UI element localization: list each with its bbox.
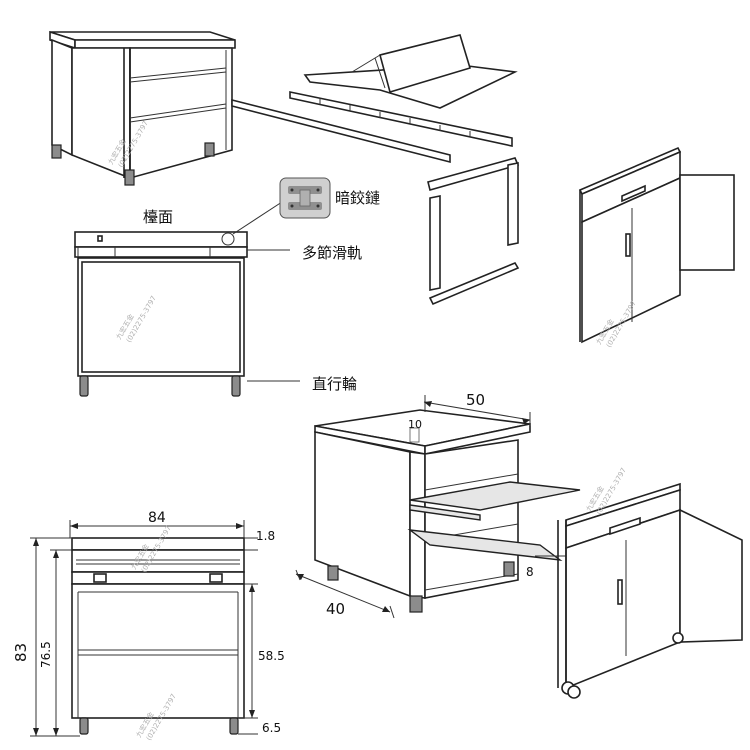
label-caster: 直行輪 bbox=[312, 375, 357, 393]
pullout-cabinet: 50 10 40 8 九宏五金 (02)2275-3797 bbox=[295, 391, 743, 699]
label-countertop: 檯面 bbox=[143, 208, 173, 226]
dim-lower-height: 58.5 bbox=[258, 649, 285, 663]
dim-side-depth: 40 bbox=[326, 600, 345, 618]
dim-top-thickness: 1.8 bbox=[256, 529, 275, 543]
dim-body-height: 76.5 bbox=[39, 641, 53, 668]
label-drawer-slide: 多節滑軌 bbox=[302, 244, 362, 262]
dim-leg-height: 6.5 bbox=[262, 721, 281, 735]
label-concealed-hinge: 暗鉸鏈 bbox=[335, 189, 380, 207]
concealed-hinge-icon bbox=[279, 177, 331, 219]
door-panel-assembly: 九宏五金 (02)2275-3797 bbox=[578, 146, 735, 349]
dimensioned-front-view: 84 1.8 83 76.5 58.5 6.5 九宏五金 (02)2275-37… bbox=[12, 510, 285, 742]
isometric-cabinet: 九宏五金 (02)2275-3797 bbox=[49, 30, 236, 186]
dim-depth: 50 bbox=[466, 391, 485, 409]
dim-width: 84 bbox=[148, 510, 166, 526]
exploded-panels bbox=[231, 34, 520, 306]
dim-cart-gap: 8 bbox=[526, 565, 534, 579]
dim-gap: 10 bbox=[408, 418, 422, 431]
front-view-cabinet: 九宏五金 (02)2275-3797 暗鉸鏈 檯面 多節滑軌 直行輪 bbox=[74, 177, 380, 397]
dim-total-height: 83 bbox=[12, 643, 30, 662]
